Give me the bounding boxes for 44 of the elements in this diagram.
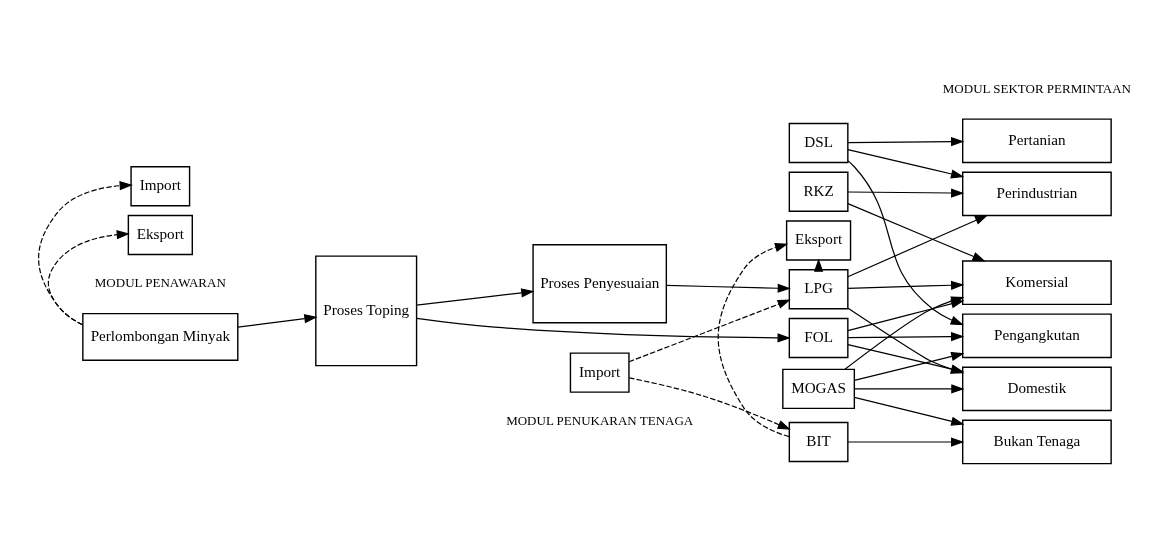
node-box: Domestik <box>962 366 1112 412</box>
arrow <box>847 344 965 374</box>
arrow <box>628 377 791 430</box>
arrow <box>847 214 989 278</box>
node-box: Perindustrian <box>962 171 1112 217</box>
arrow <box>847 149 965 179</box>
node-box: Komersial <box>962 260 1112 306</box>
arrow <box>847 280 965 290</box>
node-box: Import <box>569 352 630 393</box>
node-box: RKZ <box>788 171 849 212</box>
node-box: Import <box>130 166 191 207</box>
arrow <box>847 307 965 374</box>
arrow <box>847 188 965 198</box>
node-box: Perlombongan Minyak <box>82 312 239 361</box>
node-box: Proses Penyesuaian <box>532 244 668 324</box>
arrow <box>847 203 986 262</box>
arrow <box>853 384 965 394</box>
arrow <box>847 299 965 332</box>
label: MODUL PENAWARAN <box>94 275 226 291</box>
node-box: Pertanian <box>962 118 1112 164</box>
node-box: Eksport <box>127 214 193 256</box>
node-box: Bukan Tenaga <box>962 419 1112 465</box>
arrow <box>416 317 791 343</box>
node-box: Proses Toping <box>315 255 418 367</box>
arrow <box>665 283 791 293</box>
label: MODUL SEKTOR PERMINTAAN <box>942 81 1132 97</box>
arrow <box>847 437 965 447</box>
arrow <box>628 299 791 363</box>
arrow <box>853 396 965 426</box>
label: MODUL PENUKARAN TENAGA <box>506 412 694 428</box>
node-box: Pengangkutan <box>962 313 1112 359</box>
node-box: Eksport <box>785 220 852 261</box>
arrow <box>847 137 965 147</box>
arrow <box>38 181 133 326</box>
node-box: MOGAS <box>782 368 856 410</box>
node-box: BIT <box>788 421 849 463</box>
arrow <box>847 332 965 342</box>
arrow <box>853 352 965 381</box>
arrow <box>416 288 535 306</box>
arrow <box>237 314 318 328</box>
node-box: DSL <box>788 122 849 164</box>
arrow <box>717 243 790 438</box>
arrow <box>47 230 130 326</box>
node-box: FOL <box>788 317 849 359</box>
